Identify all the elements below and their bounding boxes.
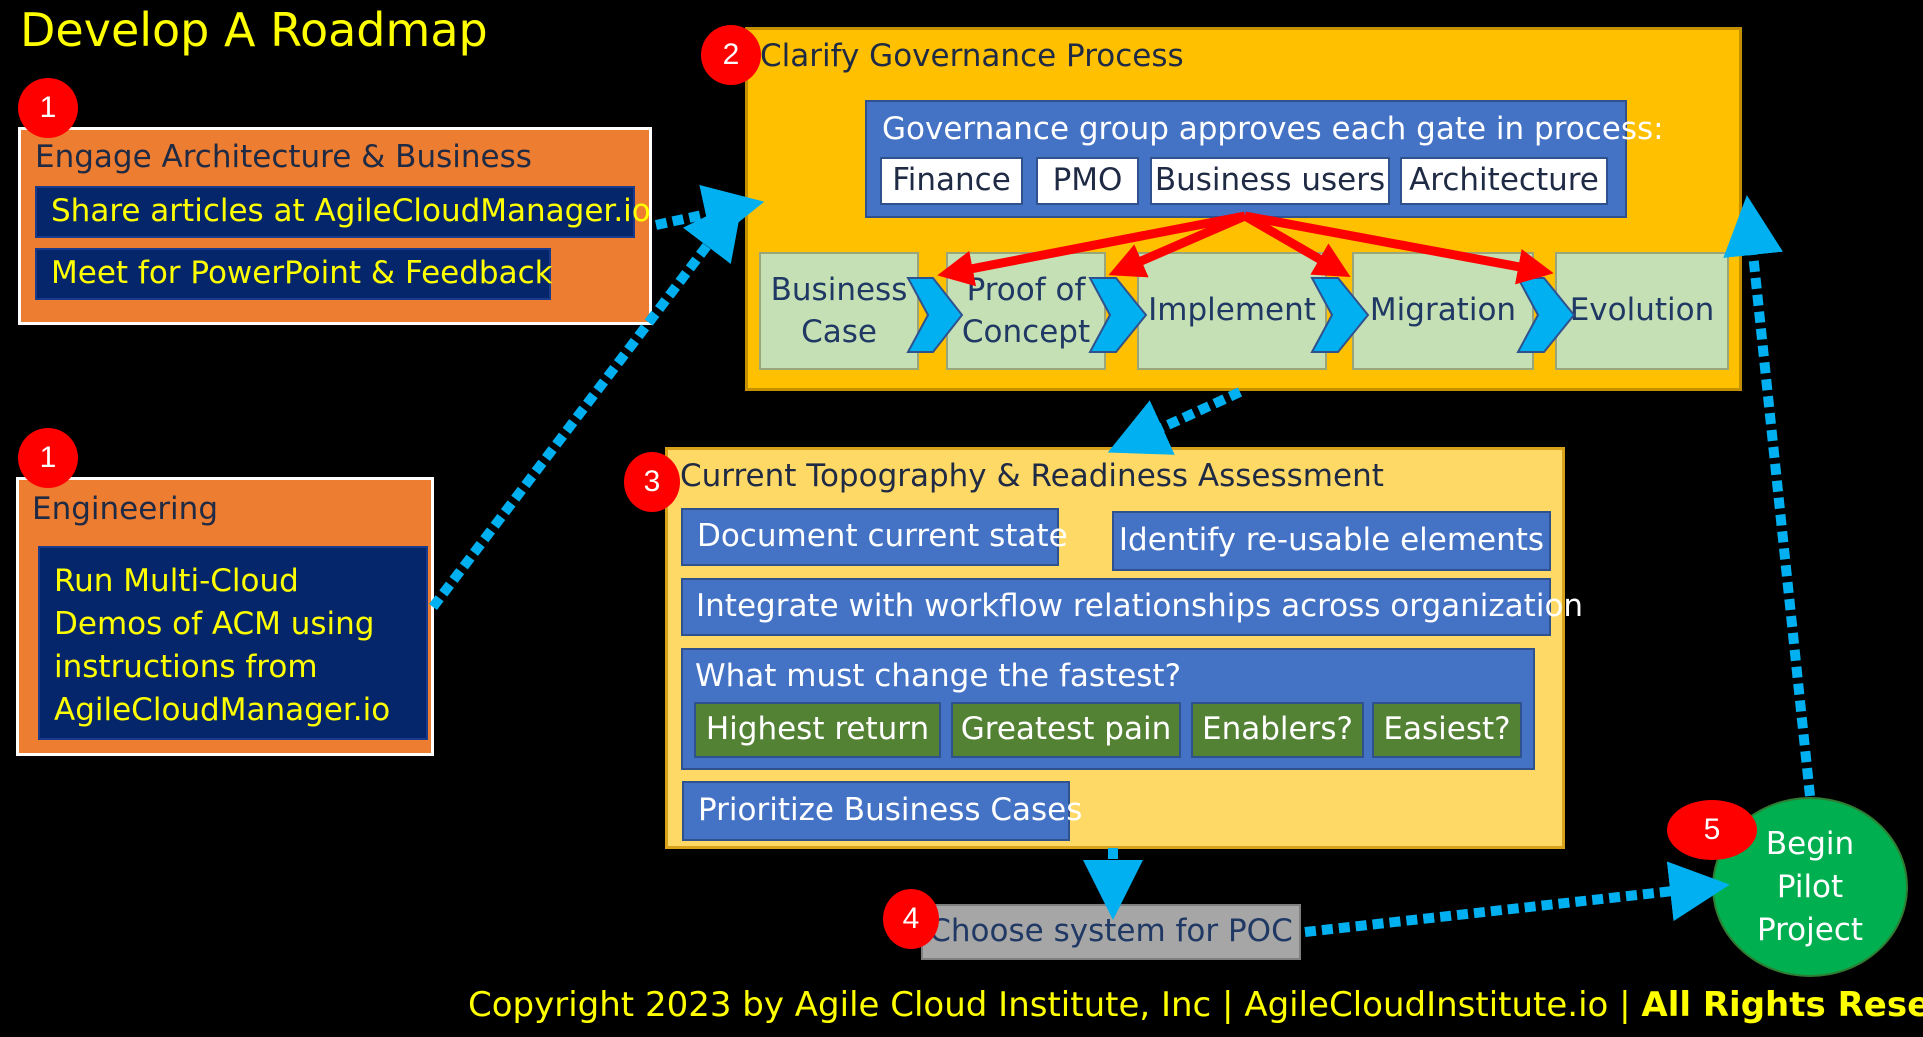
governance-member-pmo: PMO bbox=[1036, 157, 1139, 205]
assessment-integrate-workflow: Integrate with workflow relationships ac… bbox=[681, 578, 1583, 636]
engage-item-meet: Meet for PowerPoint & Feedback bbox=[35, 248, 553, 300]
step-badge-5: 5 bbox=[1667, 800, 1757, 860]
step-evolution: Evolution bbox=[1555, 252, 1729, 370]
connector-governance-to-assessment bbox=[1107, 387, 1243, 455]
criteria-greatest-pain: Greatest pain bbox=[951, 702, 1181, 758]
governance-member-architecture: Architecture bbox=[1400, 157, 1608, 205]
assessment-prioritize: Prioritize Business Cases bbox=[682, 781, 1082, 841]
footer-rights: All Rights Reserved bbox=[1641, 985, 1923, 1025]
engineering-line-3: instructions from bbox=[54, 649, 318, 685]
governance-group-label: Governance group approves each gate in p… bbox=[882, 111, 1664, 147]
pilot-line-2: Pilot bbox=[1776, 868, 1844, 905]
criteria-easiest: Easiest? bbox=[1372, 702, 1522, 758]
governance-member-finance: Finance bbox=[880, 157, 1023, 205]
chevron-poc-to-implement bbox=[1088, 277, 1148, 353]
step-proof-of-concept-line-1: Proof of bbox=[966, 272, 1086, 308]
approval-arrow-evolution bbox=[1244, 211, 1554, 285]
step-badge-3: 3 bbox=[624, 452, 680, 512]
governance-title: Clarify Governance Process bbox=[760, 38, 1184, 74]
step-badge-4: 4 bbox=[883, 889, 939, 949]
engineering-line-4: AgileCloudManager.io bbox=[54, 692, 391, 728]
step-business-case-line-1: Business bbox=[770, 272, 908, 308]
step-badge-1-engineering: 1 bbox=[18, 428, 78, 488]
step-business-case: Business Case bbox=[759, 252, 919, 370]
approval-arrow-implement bbox=[1108, 211, 1247, 278]
engineering-line-2: Demos of ACM using bbox=[54, 606, 375, 642]
engineering-box: Engineering Run Multi-Cloud Demos of ACM… bbox=[16, 477, 434, 756]
chevron-migration-to-evolution bbox=[1516, 277, 1576, 353]
pilot-line-1: Begin bbox=[1765, 825, 1855, 862]
pilot-line-3: Project bbox=[1756, 911, 1864, 948]
connector-poc-to-pilot bbox=[1304, 861, 1730, 937]
engage-title: Engage Architecture & Business bbox=[35, 139, 532, 175]
approval-arrow-migration bbox=[1242, 212, 1351, 278]
approval-arrow-poc bbox=[937, 211, 1246, 287]
step-proof-of-concept-line-2: Concept bbox=[961, 314, 1091, 350]
governance-member-business-users: Business users bbox=[1150, 157, 1390, 205]
chevron-business-case-to-poc bbox=[906, 277, 964, 353]
criteria-enablers: Enablers? bbox=[1191, 702, 1364, 758]
footer-copyright-text: Copyright 2023 by Agile Cloud Institute,… bbox=[468, 985, 1642, 1025]
page-title: Develop A Roadmap bbox=[20, 3, 488, 57]
engineering-line-1: Run Multi-Cloud bbox=[54, 563, 299, 599]
chevron-implement-to-migration bbox=[1310, 277, 1370, 353]
connector-engineering-to-governance bbox=[429, 198, 744, 611]
criteria-highest-return: Highest return bbox=[694, 702, 941, 758]
step-badge-2: 2 bbox=[701, 25, 761, 85]
footer-copyright: Copyright 2023 by Agile Cloud Institute,… bbox=[468, 985, 1923, 1025]
step-badge-1-engage: 1 bbox=[18, 78, 78, 138]
engineering-title: Engineering bbox=[32, 491, 218, 527]
assessment-identify-reusable: Identify re-usable elements bbox=[1112, 511, 1551, 571]
engage-box: Engage Architecture & Business Share art… bbox=[18, 127, 652, 325]
engage-item-share: Share articles at AgileCloudManager.io bbox=[35, 186, 651, 238]
assessment-change-title: What must change the fastest? bbox=[695, 658, 1182, 694]
engineering-demo-box: Run Multi-Cloud Demos of ACM using instr… bbox=[38, 546, 428, 740]
assessment-title: Current Topography & Readiness Assessmen… bbox=[680, 458, 1384, 494]
connector-pilot-to-governance bbox=[1723, 195, 1815, 797]
assessment-document-current-state: Document current state bbox=[681, 508, 1068, 566]
step-business-case-line-2: Case bbox=[801, 314, 877, 350]
